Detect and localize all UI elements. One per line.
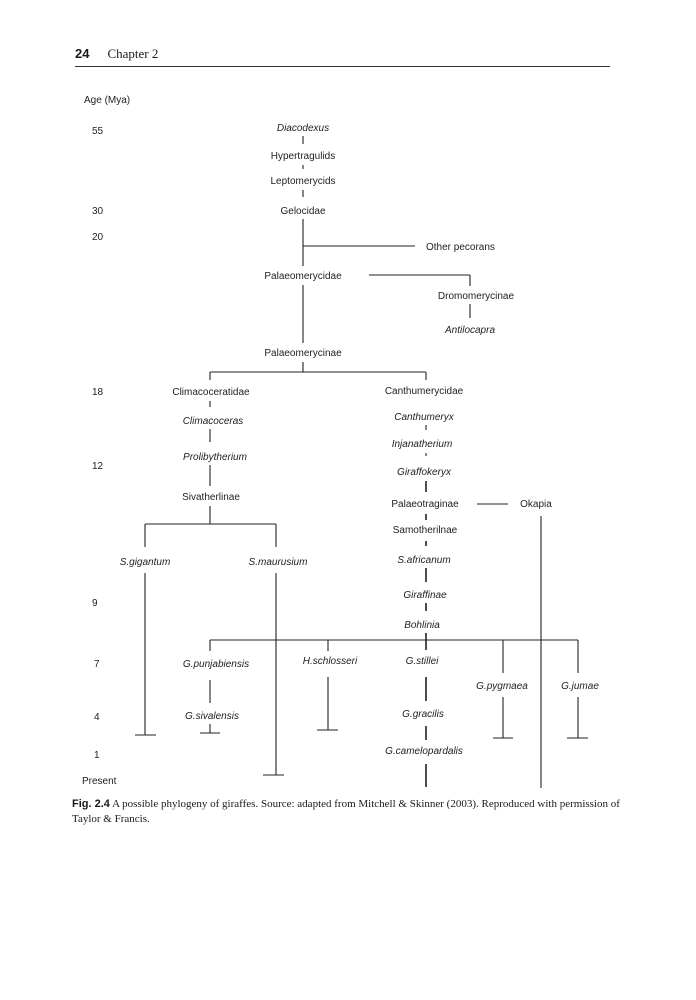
age-tick-18: 18: [92, 387, 104, 398]
taxon-sivatherlinae: Sivatherlinae: [182, 492, 240, 503]
chapter-title: Chapter 2: [107, 46, 159, 61]
taxon-diacodexus: Diacodexus: [277, 123, 329, 134]
taxon-g-sivalensis: G.sivalensis: [185, 711, 239, 722]
taxon-dromomerycinae: Dromomerycinae: [438, 291, 515, 302]
taxon-g-punjabiensis: G.punjabiensis: [183, 659, 249, 670]
taxon-giraffinae: Giraffinae: [403, 590, 447, 601]
figure-label: Fig. 2.4: [72, 798, 110, 810]
taxon-climacoceras: Climacoceras: [183, 416, 244, 427]
taxon-canthumeryx: Canthumeryx: [394, 412, 454, 423]
figure-caption-text: A possible phylogeny of giraffes. Source…: [72, 798, 620, 825]
taxon-h-schlosseri: H.schlosseri: [303, 656, 358, 667]
age-tick-present: Present: [82, 776, 117, 787]
header-rule: [75, 66, 610, 67]
taxon-other-pecorans: Other pecorans: [426, 242, 495, 253]
age-tick-20: 20: [92, 232, 104, 243]
taxon-g-stillei: G.stillei: [406, 656, 440, 667]
taxon-antilocapra: Antilocapra: [444, 325, 495, 336]
taxon-s-maurusium: S.maurusium: [249, 557, 308, 568]
age-tick-4: 4: [94, 712, 100, 723]
taxon-s-gigantum: S.gigantum: [120, 557, 171, 568]
trunk-lines: [209, 136, 471, 380]
taxon-g-gracilis: G.gracilis: [402, 709, 444, 720]
page-number: 24: [75, 46, 90, 61]
figure-caption: Fig. 2.4 A possible phylogeny of giraffe…: [72, 797, 632, 827]
taxon-g-pygmaea: G.pygmaea: [476, 681, 528, 692]
age-axis-title: Age (Mya): [84, 95, 130, 106]
right-clade-lines: [200, 425, 588, 788]
age-tick-12: 12: [92, 461, 104, 472]
taxon-g-jumae: G.jumae: [561, 681, 599, 692]
taxon-hypertragulids: Hypertragulids: [271, 151, 335, 162]
taxon-palaeomerycidae: Palaeomerycidae: [264, 271, 342, 282]
age-axis: Age (Mya) 55 30 20 18 12 9 7 4 1 Present: [82, 95, 130, 787]
taxon-bohlinia: Bohlinia: [404, 620, 440, 631]
taxon-prolibytherium: Prolibytherium: [183, 452, 247, 463]
age-tick-9: 9: [92, 598, 98, 609]
taxon-okapia: Okapia: [520, 499, 552, 510]
taxon-climacoceratidae: Climacoceratidae: [172, 387, 250, 398]
taxon-palaeomerycinae: Palaeomerycinae: [264, 348, 342, 359]
taxon-giraffokeryx: Giraffokeryx: [397, 467, 452, 478]
taxon-injanatherium: Injanatherium: [392, 439, 453, 450]
taxon-canthumerycidae: Canthumerycidae: [385, 386, 464, 397]
taxon-leptomerycids: Leptomerycids: [270, 176, 335, 187]
age-tick-1: 1: [94, 750, 100, 761]
taxon-palaeotraginae: Palaeotraginae: [391, 499, 459, 510]
page-header: 24 Chapter 2: [75, 46, 158, 62]
age-tick-30: 30: [92, 206, 104, 217]
taxon-gelocidae: Gelocidae: [280, 206, 325, 217]
age-tick-7: 7: [94, 659, 100, 670]
taxon-samotherilnae: Samotherilnae: [393, 525, 458, 536]
taxon-s-africanum: S.africanum: [397, 555, 450, 566]
age-tick-55: 55: [92, 126, 104, 137]
taxon-g-camelopardalis: G.camelopardalis: [385, 746, 463, 757]
left-clade-lines: [135, 401, 284, 776]
